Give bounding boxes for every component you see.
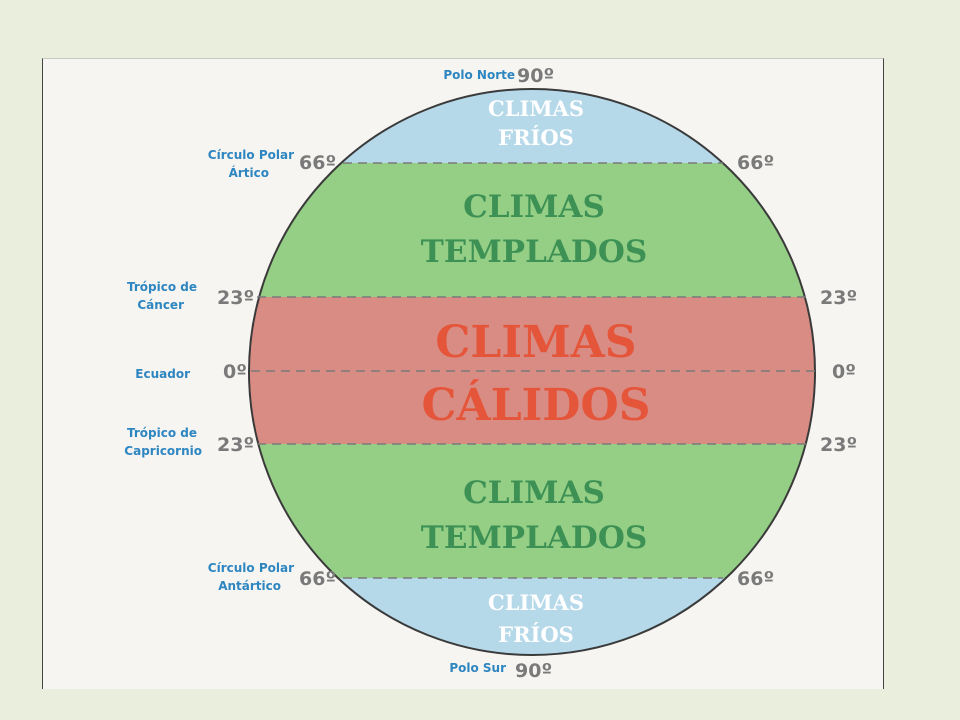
capricorn-label-line2: Capricornio	[124, 444, 202, 458]
left-labels: Polo Norte Círculo Polar Ártico Trópico …	[124, 68, 515, 675]
arctic-label-line1: Círculo Polar	[208, 148, 294, 162]
ecuador-label: Ecuador	[135, 367, 190, 381]
antarctic-degree-left: 66º	[299, 568, 336, 590]
north-temperate-title-line2: TEMPLADOS	[421, 234, 647, 270]
arctic-label-line2: Ártico	[229, 165, 269, 180]
globe-outline	[248, 88, 816, 656]
antarctic-label-line2: Antártico	[218, 579, 281, 593]
polo-norte-label: Polo Norte	[443, 68, 515, 82]
cancer-degree-right: 23º	[820, 287, 857, 309]
equator-degree-right: 0º	[832, 361, 856, 383]
north-cold-title-line2: FRÍOS	[498, 125, 574, 150]
antarctic-label-line1: Círculo Polar	[208, 561, 294, 575]
antarctic-degree-right: 66º	[737, 568, 774, 590]
equator-degree-left: 0º	[223, 361, 247, 383]
south-cold-title-line2: FRÍOS	[498, 622, 574, 647]
arctic-degree-left: 66º	[299, 152, 336, 174]
cancer-label-line2: Cáncer	[137, 298, 184, 312]
north-temperate-title-line1: CLIMAS	[463, 189, 605, 225]
north-temperate-band	[249, 163, 815, 297]
cancer-degree-left: 23º	[217, 287, 254, 309]
cancer-label-line1: Trópico de	[127, 280, 197, 294]
climate-zones-diagram: CLIMAS FRÍOS CLIMAS TEMPLADOS CLIMAS CÁL…	[124, 65, 857, 682]
south-pole-degree: 90º	[515, 660, 552, 682]
south-temperate-title-line2: TEMPLADOS	[421, 520, 647, 556]
capricorn-degree-right: 23º	[820, 434, 857, 456]
south-temperate-title-line1: CLIMAS	[463, 475, 605, 511]
zone-titles: CLIMAS FRÍOS CLIMAS TEMPLADOS CLIMAS CÁL…	[421, 96, 651, 647]
capricorn-label-line1: Trópico de	[127, 426, 197, 440]
warm-title-line1: CLIMAS	[435, 317, 636, 368]
arctic-degree-right: 66º	[737, 152, 774, 174]
north-pole-degree: 90º	[517, 65, 554, 87]
latitude-lines	[251, 162, 816, 579]
north-cold-title-line1: CLIMAS	[488, 96, 584, 121]
degree-labels: 90º 66º 66º 23º 23º 0º 0º 23º 23º 66º 66…	[217, 65, 857, 682]
polo-sur-label: Polo Sur	[449, 661, 506, 675]
capricorn-degree-left: 23º	[217, 434, 254, 456]
south-temperate-band	[249, 444, 815, 579]
slide-panel: CLIMAS FRÍOS CLIMAS TEMPLADOS CLIMAS CÁL…	[42, 58, 884, 689]
south-cold-title-line1: CLIMAS	[488, 590, 584, 615]
warm-title-line2: CÁLIDOS	[422, 378, 651, 431]
